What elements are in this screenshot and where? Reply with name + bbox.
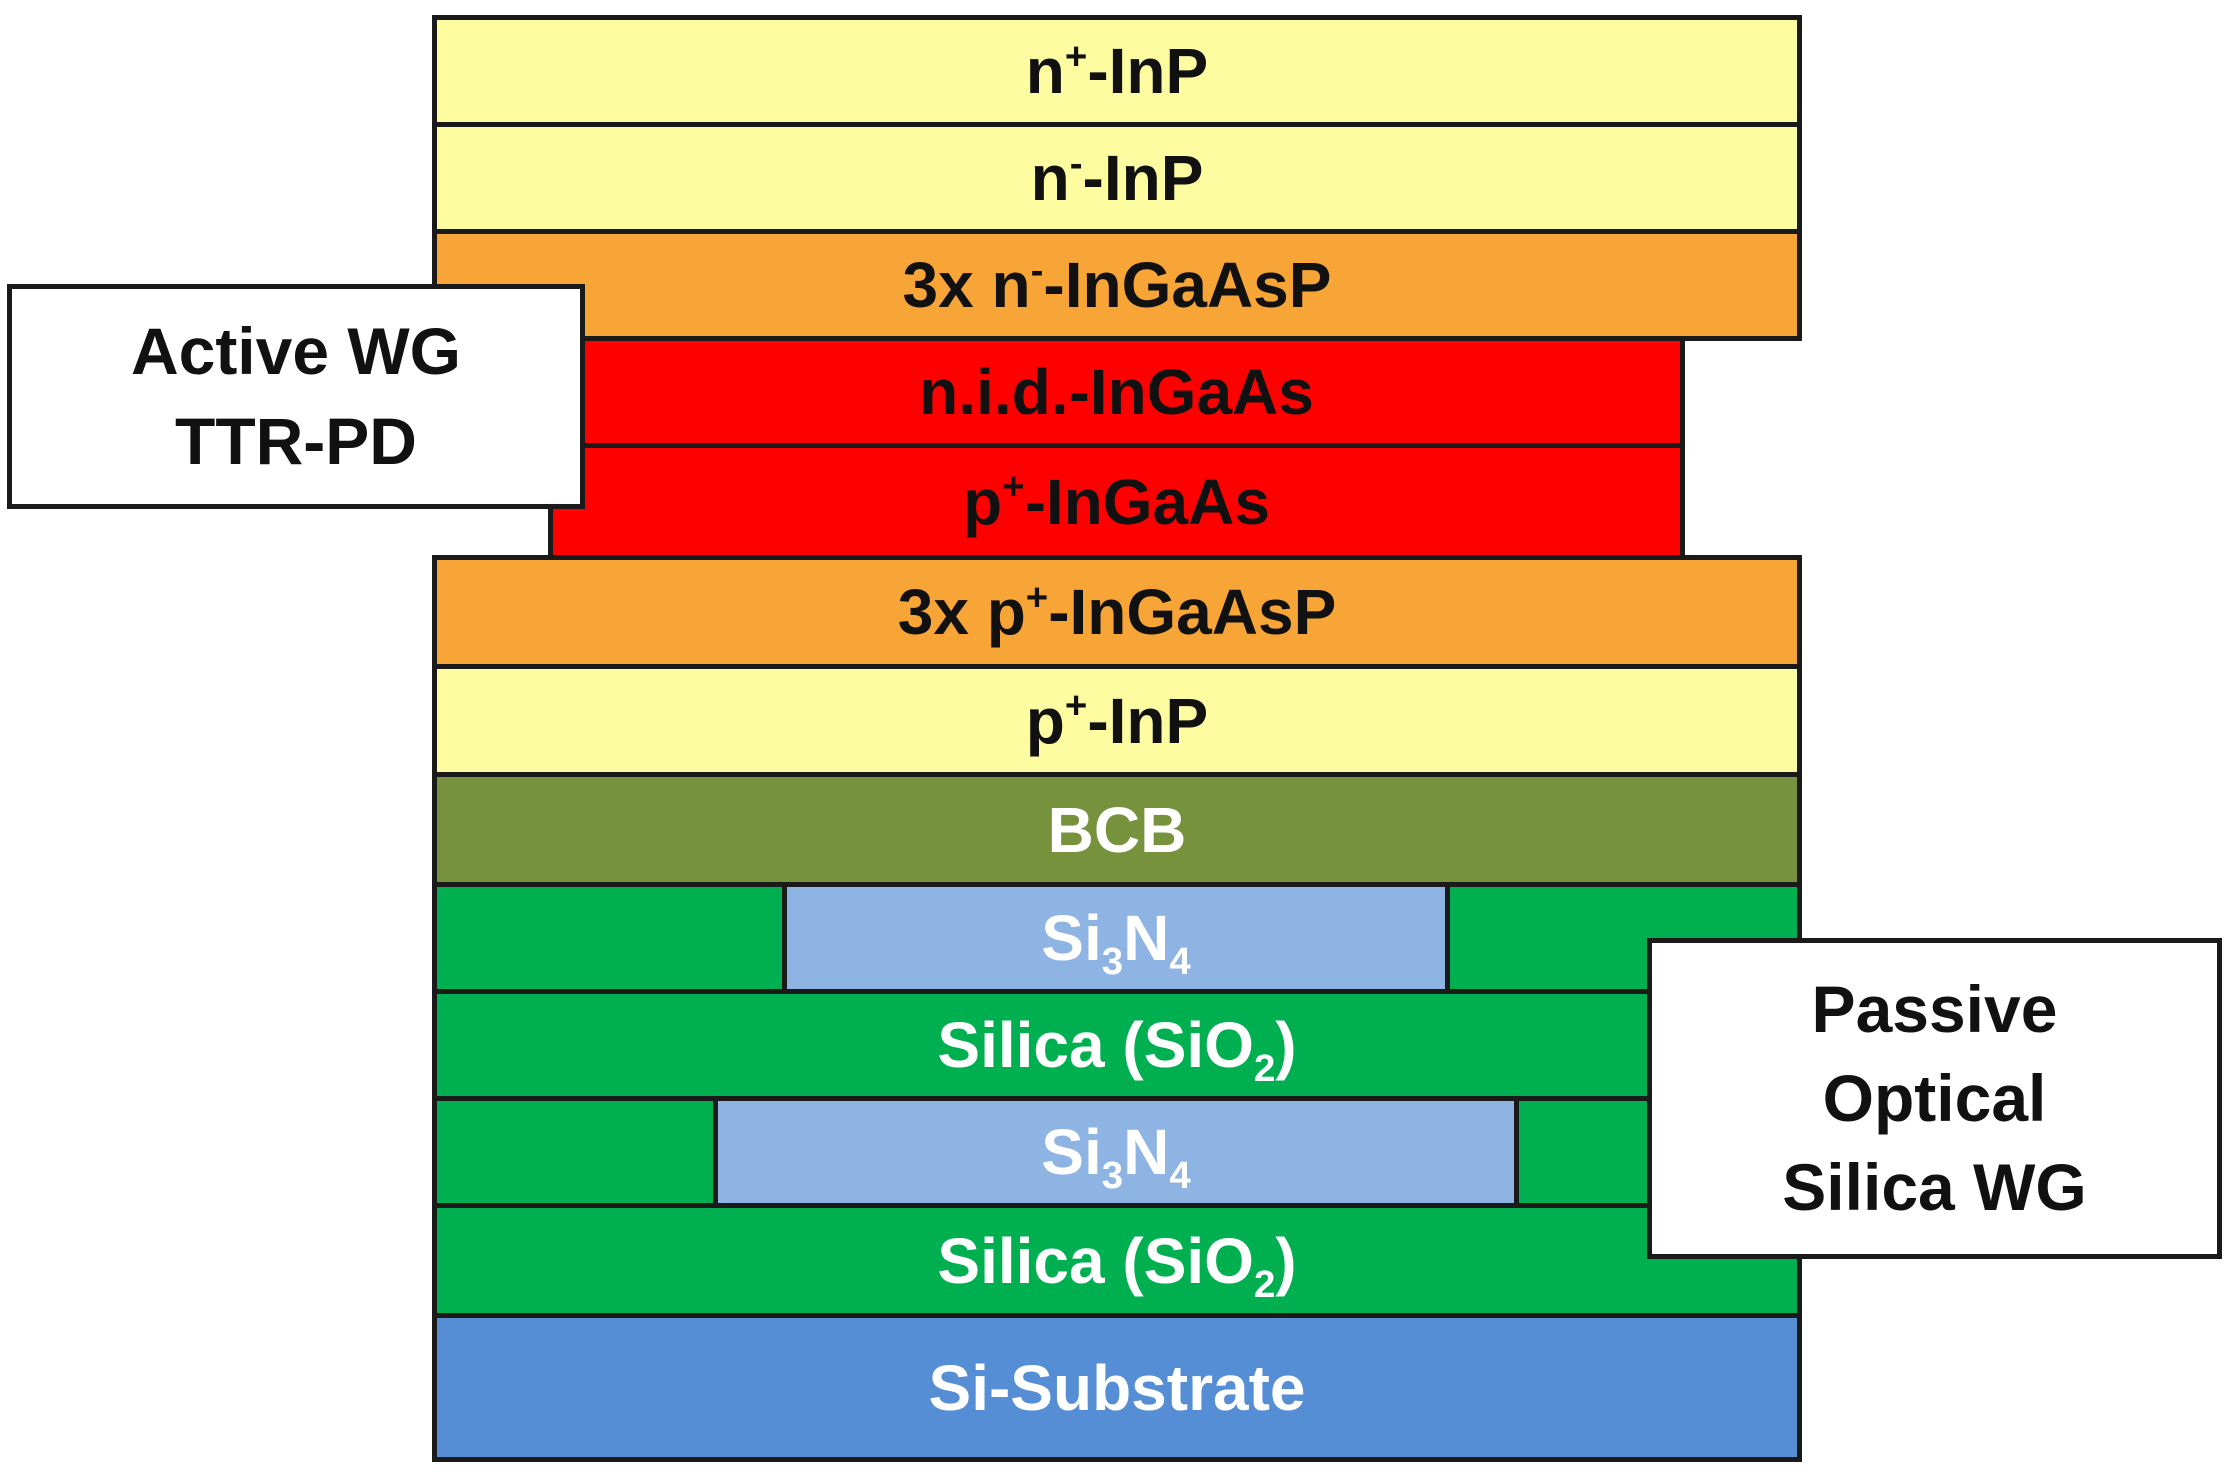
layer-nid-ingaas: n.i.d.-InGaAs (548, 336, 1685, 448)
layer-n-ingaasp-label: 3x n--InGaAsP (902, 248, 1332, 321)
layer-n-ingaasp: 3x n--InGaAsP (432, 229, 1802, 341)
passive-wg-label-line-2: Optical (1822, 1060, 2047, 1135)
passive-wg-label-box: Passive Optical Silica WG (1647, 938, 2222, 1259)
layer-p-ingaasp: 3x p+-InGaAsP (432, 555, 1802, 669)
layer-nid-ingaas-label: n.i.d.-InGaAs (919, 356, 1314, 428)
layer-silica-upper-label: Silica (SiO2) (937, 1009, 1297, 1090)
layer-bcb: BCB (432, 772, 1802, 887)
layer-sin-lower: Si3N4 (713, 1096, 1519, 1208)
layer-p-ingaas-label: p+-InGaAs (963, 465, 1270, 538)
layer-bcb-label: BCB (1047, 793, 1187, 866)
layer-p-plus-inp-label: p+-InP (1025, 684, 1209, 757)
layer-n-minus-inp-label: n--InP (1030, 141, 1204, 214)
layer-silica-lower-label: Silica (SiO2) (937, 1224, 1297, 1306)
layer-p-ingaas: p+-InGaAs (548, 443, 1685, 560)
layer-si-substrate: Si-Substrate (432, 1313, 1802, 1462)
layer-si-substrate-label: Si-Substrate (928, 1351, 1306, 1424)
passive-wg-label-line-1: Passive (1811, 971, 2058, 1046)
active-wg-label-line-2: TTR-PD (175, 403, 417, 478)
active-wg-label-line-1: Active WG (130, 314, 462, 389)
layer-p-ingaasp-label: 3x p+-InGaAsP (897, 575, 1337, 648)
layer-n-plus-inp-label: n+-InP (1025, 34, 1209, 107)
layer-sin-upper: Si3N4 (782, 882, 1450, 994)
layer-sin-lower-label: Si3N4 (1041, 1116, 1191, 1197)
layer-silica-upper: Silica (SiO2) (432, 989, 1802, 1101)
layer-n-minus-inp: n--InP (432, 122, 1802, 234)
layer-sin-upper-label: Si3N4 (1041, 902, 1191, 983)
layer-n-plus-inp: n+-InP (432, 15, 1802, 127)
passive-wg-label-line-3: Silica WG (1782, 1150, 2087, 1225)
active-wg-label-box: Active WG TTR-PD (7, 284, 585, 509)
layer-p-plus-inp: p+-InP (432, 664, 1802, 777)
layer-silica-lower: Silica (SiO2) (432, 1203, 1802, 1318)
